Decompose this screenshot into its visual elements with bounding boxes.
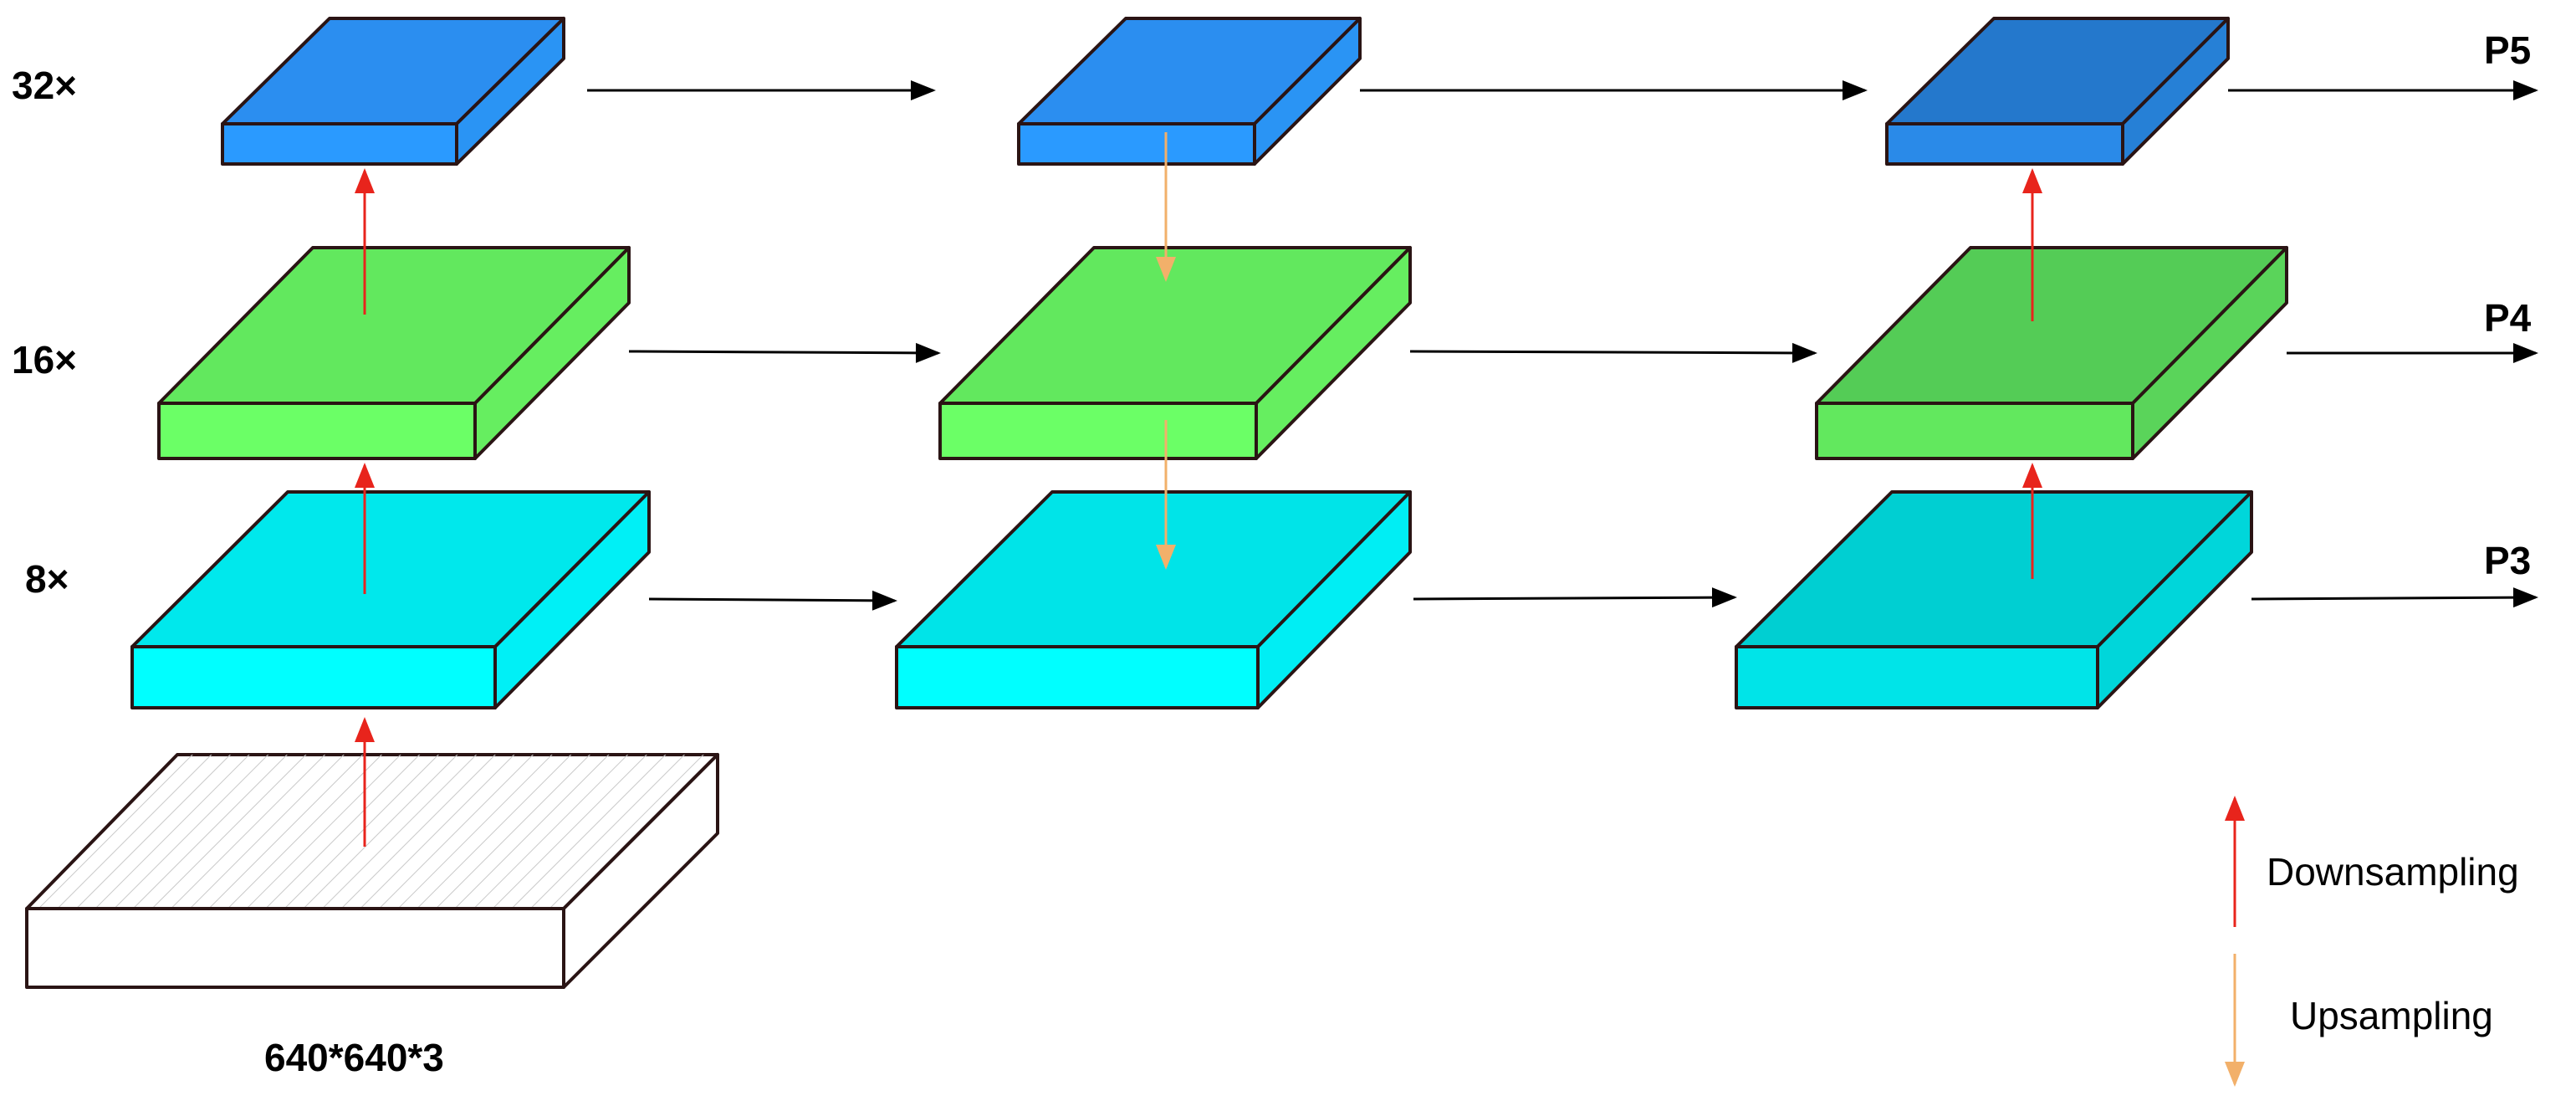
legend-upsampling-label: Upsampling xyxy=(2290,994,2493,1037)
output-label-p3: P3 xyxy=(2484,539,2531,582)
pan-layer-16x xyxy=(1815,246,2288,460)
scale-label-32x: 32× xyxy=(12,64,77,107)
backbone-layer-32x xyxy=(221,17,565,166)
neck-layer-16x xyxy=(938,246,1412,460)
pan-layer-8x xyxy=(1735,490,2253,709)
flow-arrow xyxy=(2251,587,2538,608)
input-size-label: 640*640*3 xyxy=(264,1036,444,1079)
flow-arrow xyxy=(648,590,897,611)
backbone-layer-16x xyxy=(157,246,631,460)
flow-arrow xyxy=(628,342,941,363)
scale-label-16x: 16× xyxy=(12,338,77,382)
input-slab xyxy=(25,753,719,989)
flow-arrow xyxy=(1413,587,1737,608)
output-label-p4: P4 xyxy=(2484,296,2532,340)
pan-layer-32x xyxy=(1885,17,2230,166)
scale-label-8x: 8× xyxy=(25,557,69,601)
output-label-p5: P5 xyxy=(2484,28,2531,72)
neck-layer-8x xyxy=(895,490,1412,709)
backbone-layer-8x xyxy=(130,490,651,709)
neck-layer-32x xyxy=(1017,17,1362,166)
legend-downsampling-label: Downsampling xyxy=(2267,850,2519,894)
legend: Downsampling Upsampling xyxy=(2225,796,2519,1087)
flow-arrow xyxy=(1409,342,1817,363)
